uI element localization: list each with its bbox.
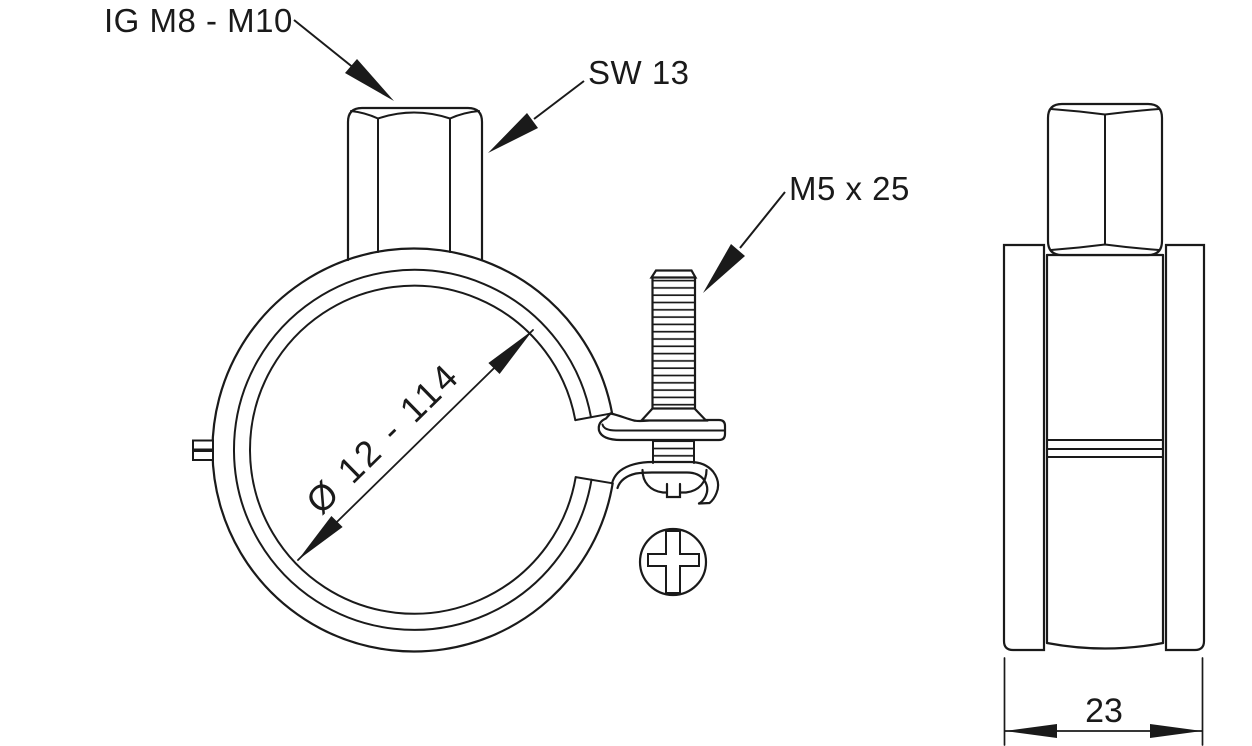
lower-clamp-tab xyxy=(610,460,720,505)
screw-collar xyxy=(638,407,709,422)
thread-size-label: IG M8 - M10 xyxy=(104,2,293,39)
wrench-size-label: SW 13 xyxy=(588,54,690,91)
wrench-size-callout: SW 13 xyxy=(488,54,690,153)
band-seam-lines xyxy=(1046,439,1164,458)
hex-boss xyxy=(346,106,484,262)
screw-size-label: M5 x 25 xyxy=(789,170,910,207)
screw-tip-notch xyxy=(665,482,682,499)
leader-arrow xyxy=(345,59,394,101)
front-view: Ø 12 - 114 xyxy=(192,106,727,653)
phillips-screw-head xyxy=(638,527,708,597)
diameter-dimension: Ø 12 - 114 xyxy=(297,329,534,561)
diameter-dimension-label: Ø 12 - 114 xyxy=(298,354,468,521)
width-dimension: 23 xyxy=(1003,657,1204,746)
leader-arrow xyxy=(488,113,538,153)
thread-size-callout: IG M8 - M10 xyxy=(104,2,394,101)
clamp-ring-band xyxy=(211,247,614,653)
upper-band-cut xyxy=(574,412,614,422)
tension-screw xyxy=(638,269,709,464)
side-pin-detail xyxy=(192,439,214,461)
hex-boss-chamfer xyxy=(350,110,480,120)
phillips-cross-icon xyxy=(647,530,700,594)
side-view: 23 xyxy=(1002,102,1206,746)
lower-band-cut xyxy=(574,476,614,485)
hex-nut-side xyxy=(1046,102,1164,257)
screw-top xyxy=(649,269,698,279)
width-dimension-label: 23 xyxy=(1085,692,1123,730)
callouts: IG M8 - M10 SW 13 M5 x 25 xyxy=(104,2,910,293)
leader-arrow xyxy=(703,244,745,293)
screw-size-callout: M5 x 25 xyxy=(703,170,910,293)
band-side-profile xyxy=(1002,243,1206,652)
